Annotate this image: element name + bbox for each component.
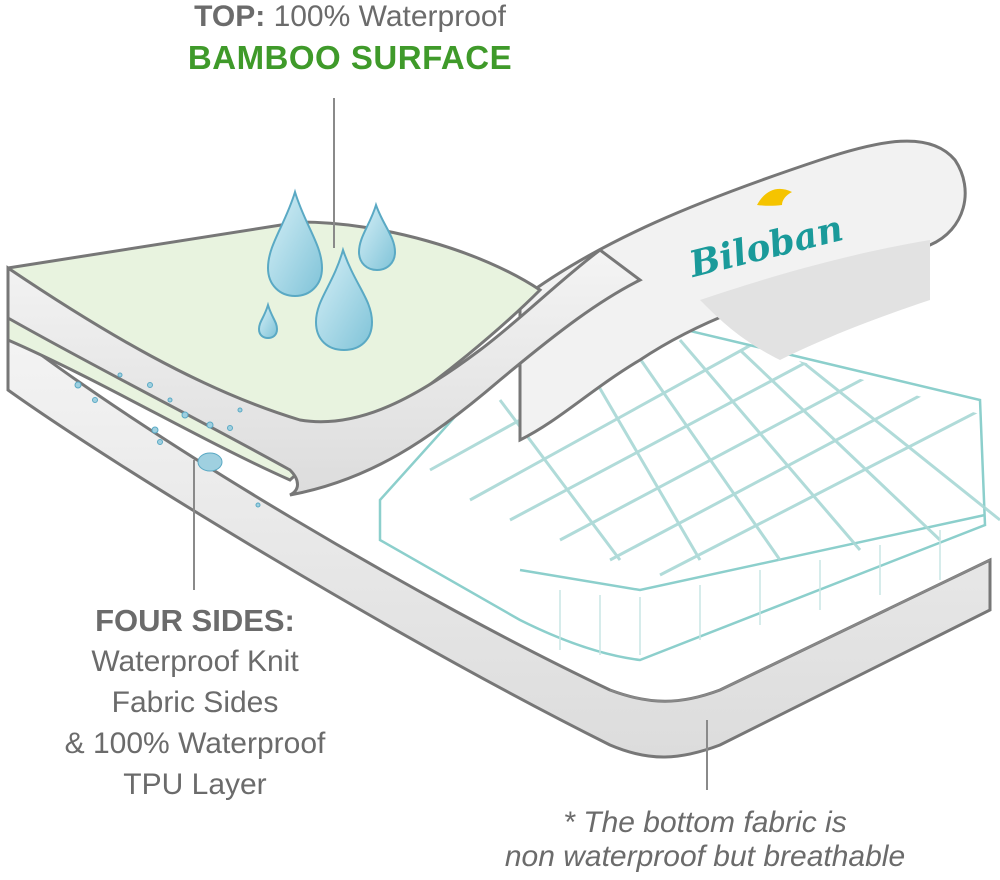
- callout-lines: [193, 98, 708, 790]
- sides-callout-line: & 100% Waterproof: [64, 727, 326, 760]
- water-drop-icon: [357, 201, 397, 272]
- sides-callout-line: Fabric Sides: [111, 686, 279, 719]
- mattress-base: [6, 326, 992, 759]
- top-callout-prefix: TOP:: [194, 0, 266, 33]
- top-callout: TOP: 100% Waterproof BAMBOO SURFACE: [0, 0, 700, 78]
- protector-top-layer: [6, 220, 643, 497]
- top-callout-line: TOP: 100% Waterproof: [0, 0, 700, 34]
- sides-callout-line: TPU Layer: [123, 768, 267, 801]
- bottom-note: * The bottom fabric is non waterproof bu…: [470, 806, 940, 874]
- ginkgo-leaf-icon: [757, 188, 792, 206]
- water-drop-icon: [257, 301, 279, 340]
- bottom-note-line: non waterproof but breathable: [504, 840, 906, 873]
- water-drop-icon: [314, 246, 374, 352]
- top-callout-text: 100% Waterproof: [273, 0, 506, 33]
- sides-callout-line: Waterproof Knit: [91, 645, 299, 678]
- sides-callout-heading: FOUR SIDES:: [95, 603, 295, 638]
- sides-callout: FOUR SIDES: Waterproof Knit Fabric Sides…: [20, 600, 370, 805]
- side-droplets: [74, 372, 261, 508]
- protector-lifted-corner: [518, 139, 967, 443]
- water-drops: [257, 188, 397, 352]
- quilted-mattress-pad: [378, 298, 1000, 662]
- water-drop-icon: [266, 188, 324, 298]
- top-callout-highlight: BAMBOO SURFACE: [187, 39, 513, 76]
- bottom-note-line: * The bottom fabric is: [563, 806, 847, 839]
